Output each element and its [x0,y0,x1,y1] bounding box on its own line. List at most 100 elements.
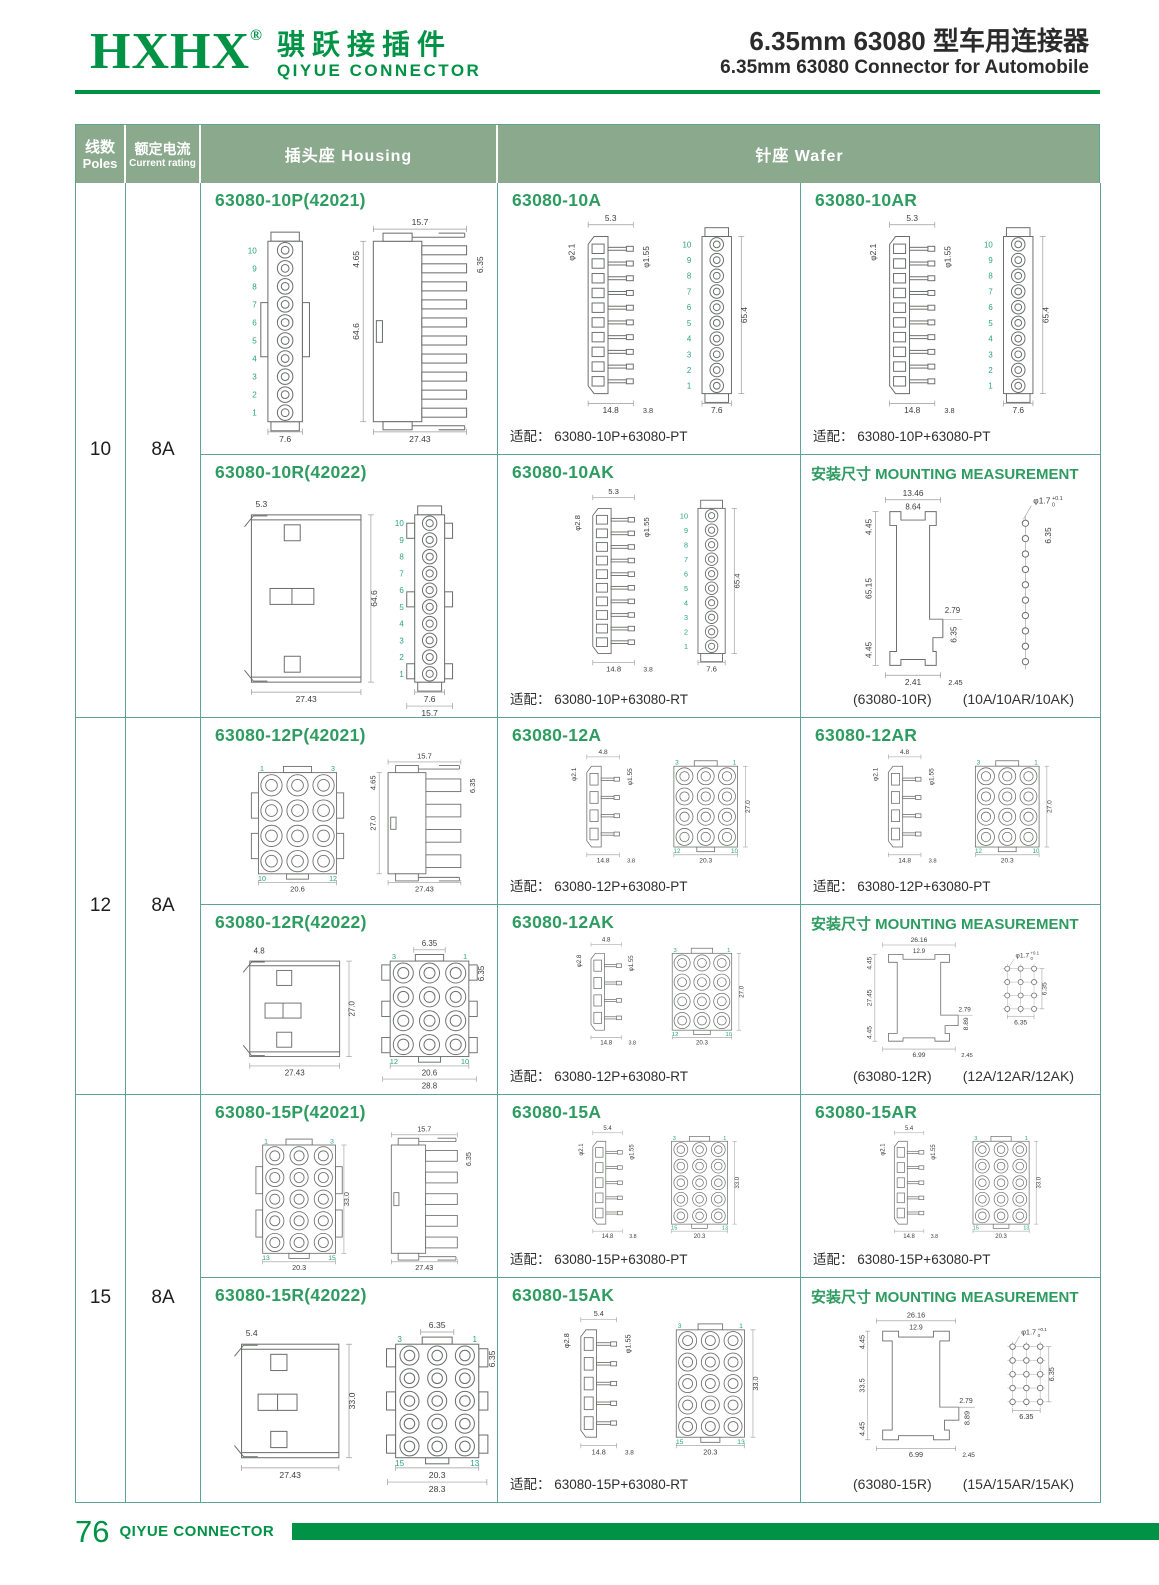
svg-text:7.6: 7.6 [279,434,291,444]
mounting-title: 安装尺寸 MOUNTING MEASUREMENT [811,465,1079,483]
svg-text:4.8: 4.8 [254,946,266,955]
svg-text:13: 13 [737,1439,745,1446]
page-title-cn: 6.35mm 63080 型车用连接器 [749,25,1089,56]
svg-text:4.45: 4.45 [864,518,874,535]
svg-text:4.45: 4.45 [857,1335,866,1349]
svg-text:27.43: 27.43 [296,694,317,704]
svg-text:6.99: 6.99 [912,1052,925,1059]
part-number: 63080-12A [512,724,602,745]
svg-text:14.8: 14.8 [903,1234,915,1240]
svg-text:7.6: 7.6 [1012,405,1024,415]
svg-text:33.0: 33.0 [347,1392,357,1409]
svg-text:4.8: 4.8 [599,749,608,756]
svg-text:14.8: 14.8 [597,857,610,864]
svg-text:27.43: 27.43 [415,1263,433,1272]
footer-brand: QIYUE CONNECTOR [119,1522,275,1540]
svg-text:φ2.8: φ2.8 [562,1333,571,1348]
svg-text:7: 7 [684,555,688,564]
svg-text:1: 1 [1025,1136,1028,1142]
svg-text:15.7: 15.7 [417,1124,431,1133]
svg-text:3: 3 [673,948,676,954]
svg-text:φ2.8: φ2.8 [573,515,582,531]
svg-text:3.8: 3.8 [931,1234,938,1240]
svg-text:6.35: 6.35 [948,626,958,643]
svg-text:7.6: 7.6 [424,694,436,704]
svg-text:8: 8 [399,552,404,561]
svg-text:3: 3 [399,636,404,645]
svg-text:5.3: 5.3 [608,487,619,496]
svg-text:4.65: 4.65 [351,251,361,268]
svg-text:3.8: 3.8 [643,406,653,415]
svg-text:3.8: 3.8 [643,666,653,673]
svg-text:2: 2 [252,390,257,399]
page-title-en: 6.35mm 63080 Connector for Automobile [720,56,1089,78]
svg-text:1: 1 [687,381,691,390]
svg-text:27.45: 27.45 [867,989,874,1006]
svg-text:33.5: 33.5 [857,1378,866,1392]
fit-note: 适配： 63080-15P+63080-RT [510,1476,688,1492]
svg-text:5.4: 5.4 [594,1309,604,1318]
svg-text:27.0: 27.0 [1047,800,1054,813]
svg-text:φ1.55: φ1.55 [630,1143,636,1159]
svg-text:+0.1: +0.1 [1052,496,1063,502]
svg-text:+0.1: +0.1 [1038,1327,1048,1333]
poles-value: 15 [76,1094,126,1503]
svg-text:14.8: 14.8 [904,405,921,415]
svg-text:9: 9 [399,536,404,545]
svg-text:27.43: 27.43 [279,1470,301,1480]
svg-text:4.45: 4.45 [867,1026,874,1039]
svg-text:1: 1 [988,381,992,390]
header-poles: 线数 Poles [76,124,126,183]
fit-note: 适配： 63080-15P+63080-PT [813,1251,991,1267]
svg-text:1: 1 [472,1335,477,1344]
svg-text:10: 10 [680,511,688,520]
svg-text:φ1.55: φ1.55 [627,768,634,785]
svg-text:1: 1 [684,642,688,651]
svg-text:20.3: 20.3 [429,1470,446,1480]
svg-text:3: 3 [988,350,993,359]
svg-text:8.89: 8.89 [963,1017,970,1030]
svg-text:6.35: 6.35 [475,256,485,273]
svg-text:3: 3 [675,759,679,766]
svg-text:20.6: 20.6 [422,1068,438,1077]
svg-text:28.8: 28.8 [422,1081,438,1090]
svg-text:26.16: 26.16 [911,937,928,944]
mounting-label: (10A/10AR/10AK) [962,690,1074,707]
page-footer: 76 QIYUE CONNECTOR [75,1516,1159,1547]
svg-text:12: 12 [329,875,337,883]
svg-text:7.6: 7.6 [711,405,723,415]
svg-text:3.8: 3.8 [629,1040,637,1046]
svg-text:8: 8 [252,282,257,291]
current-rating-value: 8A [126,182,201,718]
svg-text:3.8: 3.8 [625,1449,634,1456]
header-rating-en: Current rating [129,157,196,169]
svg-text:2: 2 [399,653,404,662]
svg-text:10: 10 [731,848,738,855]
svg-text:0: 0 [1031,956,1034,961]
fit-note: 适配： 63080-10P+63080-PT [510,428,688,444]
brand-name-cn: 骐跃接插件 [276,29,452,60]
brand-names: 骐跃接插件 QIYUE CONNECTOR [277,26,481,81]
svg-text:6.35: 6.35 [1019,1412,1033,1421]
svg-text:6: 6 [687,303,692,312]
svg-text:6: 6 [399,586,404,595]
svg-text:15: 15 [395,1459,405,1468]
svg-text:12.9: 12.9 [909,1324,923,1331]
svg-text:4.8: 4.8 [900,749,909,756]
svg-text:15: 15 [671,1226,677,1232]
svg-text:12.9: 12.9 [913,948,926,955]
svg-text:33.0: 33.0 [751,1376,760,1390]
svg-text:27.0: 27.0 [738,985,745,998]
svg-text:20.3: 20.3 [995,1234,1007,1240]
svg-text:1: 1 [1034,759,1038,766]
svg-text:9: 9 [687,256,691,265]
svg-text:6.35: 6.35 [477,965,486,981]
svg-text:33.0: 33.0 [735,1176,741,1188]
